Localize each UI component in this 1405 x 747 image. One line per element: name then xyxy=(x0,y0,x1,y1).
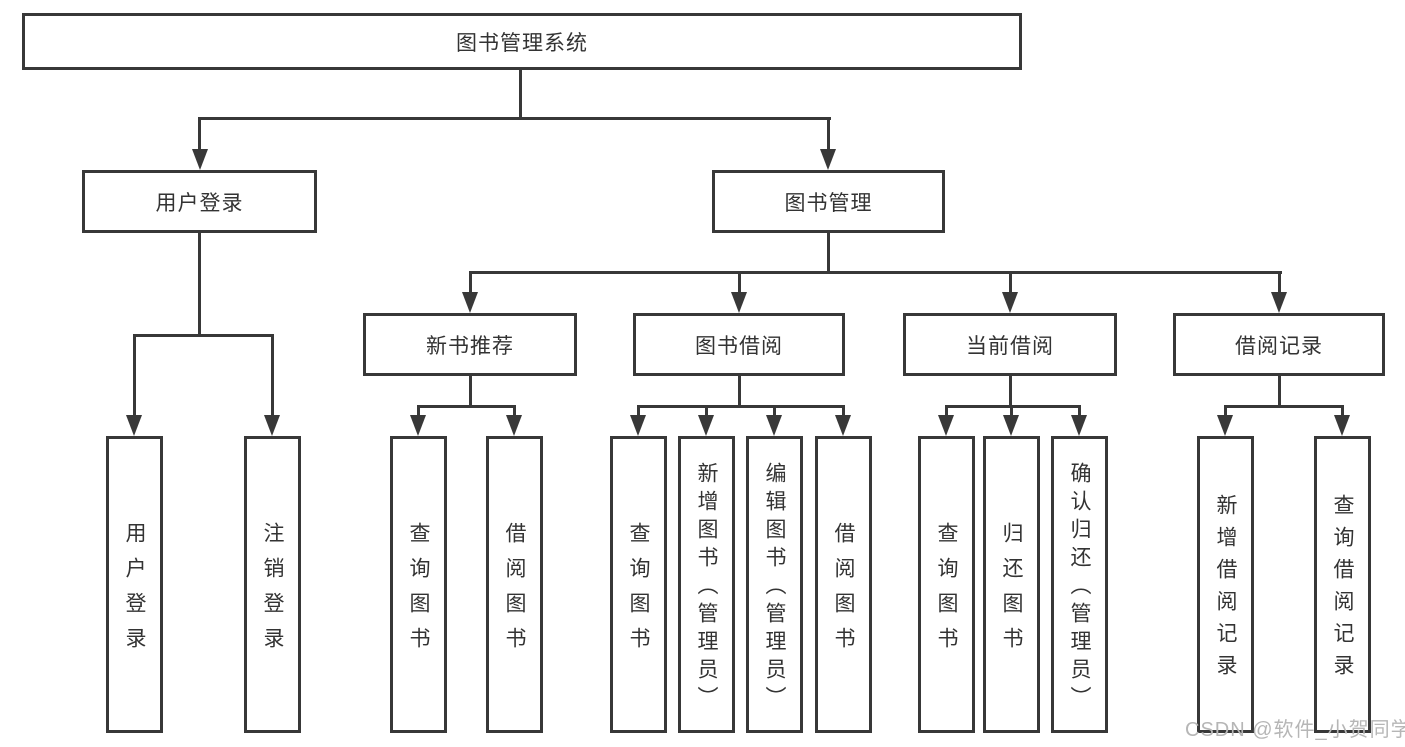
arrowhead-down-icon xyxy=(506,415,522,436)
arrowhead-down-icon xyxy=(938,415,954,436)
tree-line xyxy=(519,70,522,120)
tree-line xyxy=(738,376,741,408)
tree-line xyxy=(198,233,201,337)
leaf-confirm-return-admin: 确认归还（管理员） xyxy=(1051,436,1108,733)
tree-line xyxy=(773,405,776,419)
node-book-borrow: 图书借阅 xyxy=(633,313,845,376)
node-current-borrow: 当前借阅 xyxy=(903,313,1117,376)
leaf-user-login-label: 用户登录 xyxy=(123,521,146,662)
tree-line xyxy=(469,376,472,408)
tree-line xyxy=(842,405,845,419)
leaf-query-books-recommend-label: 查询图书 xyxy=(407,521,430,662)
tree-line xyxy=(469,271,1282,274)
tree-line xyxy=(198,117,201,153)
tree-line xyxy=(513,405,516,419)
arrowhead-down-icon xyxy=(264,415,280,436)
leaf-query-books-recommend: 查询图书 xyxy=(390,436,447,733)
leaf-query-borrow-record-label: 查询借阅记录 xyxy=(1331,494,1354,686)
arrowhead-down-icon xyxy=(192,149,208,170)
tree-line xyxy=(637,405,845,408)
leaf-edit-book-admin-label: 编辑图书（管理员） xyxy=(763,462,786,714)
arrowhead-down-icon xyxy=(1071,415,1087,436)
node-root: 图书管理系统 xyxy=(22,13,1022,70)
tree-line xyxy=(1278,376,1281,408)
tree-line xyxy=(1341,405,1344,419)
leaf-query-books-current-label: 查询图书 xyxy=(935,521,958,662)
leaf-user-login: 用户登录 xyxy=(106,436,163,733)
arrowhead-down-icon xyxy=(1217,415,1233,436)
leaf-add-borrow-record: 新增借阅记录 xyxy=(1197,436,1254,733)
arrowhead-down-icon xyxy=(1003,415,1019,436)
node-current-borrow-label: 当前借阅 xyxy=(966,334,1054,358)
node-root-label: 图书管理系统 xyxy=(456,31,588,55)
tree-line xyxy=(738,271,741,297)
leaf-logout: 注销登录 xyxy=(244,436,301,733)
tree-line xyxy=(133,334,274,337)
node-borrow-records: 借阅记录 xyxy=(1173,313,1385,376)
leaf-add-book-admin-label: 新增图书（管理员） xyxy=(695,462,718,714)
tree-line xyxy=(1278,271,1281,297)
tree-line xyxy=(133,334,136,416)
node-book-borrow-label: 图书借阅 xyxy=(695,334,783,358)
node-user-login: 用户登录 xyxy=(82,170,317,233)
leaf-return-books-label: 归还图书 xyxy=(1000,521,1023,662)
tree-line xyxy=(705,405,708,419)
arrowhead-down-icon xyxy=(1002,292,1018,313)
node-book-management-label: 图书管理 xyxy=(784,191,873,215)
tree-line xyxy=(1224,405,1343,408)
arrowhead-down-icon xyxy=(1334,415,1350,436)
leaf-query-books-borrow-label: 查询图书 xyxy=(627,521,650,662)
leaf-borrow-books: 借阅图书 xyxy=(815,436,872,733)
tree-line xyxy=(469,271,472,297)
node-user-login-label: 用户登录 xyxy=(155,191,244,215)
arrowhead-down-icon xyxy=(766,415,782,436)
tree-line xyxy=(417,405,516,408)
arrowhead-down-icon xyxy=(820,149,836,170)
csdn-watermark: CSDN @软件_小贺同学 xyxy=(1185,719,1405,741)
arrowhead-down-icon xyxy=(630,415,646,436)
leaf-borrow-books-recommend-label: 借阅图书 xyxy=(503,521,526,662)
leaf-logout-label: 注销登录 xyxy=(261,521,284,662)
leaf-edit-book-admin: 编辑图书（管理员） xyxy=(746,436,803,733)
tree-line xyxy=(637,405,640,419)
leaf-query-borrow-record: 查询借阅记录 xyxy=(1314,436,1371,733)
tree-line xyxy=(198,117,831,120)
tree-line xyxy=(271,334,274,416)
arrowhead-down-icon xyxy=(410,415,426,436)
tree-line xyxy=(827,233,830,274)
node-borrow-records-label: 借阅记录 xyxy=(1235,334,1323,358)
tree-line xyxy=(417,405,420,419)
arrowhead-down-icon xyxy=(835,415,851,436)
arrowhead-down-icon xyxy=(698,415,714,436)
tree-line xyxy=(1078,405,1081,419)
tree-line xyxy=(945,405,948,419)
leaf-borrow-books-recommend: 借阅图书 xyxy=(486,436,543,733)
tree-line xyxy=(1224,405,1227,419)
leaf-confirm-return-admin-label: 确认归还（管理员） xyxy=(1068,462,1091,714)
leaf-return-books: 归还图书 xyxy=(983,436,1040,733)
leaf-query-books-borrow: 查询图书 xyxy=(610,436,667,733)
node-book-management: 图书管理 xyxy=(712,170,945,233)
arrowhead-down-icon xyxy=(126,415,142,436)
node-new-book-recommend-label: 新书推荐 xyxy=(426,334,514,358)
leaf-borrow-books-label: 借阅图书 xyxy=(832,521,855,662)
leaf-add-book-admin: 新增图书（管理员） xyxy=(678,436,735,733)
tree-line xyxy=(827,117,830,153)
leaf-add-borrow-record-label: 新增借阅记录 xyxy=(1214,494,1237,686)
leaf-query-books-current: 查询图书 xyxy=(918,436,975,733)
tree-line xyxy=(1009,271,1012,297)
tree-line xyxy=(1009,376,1012,408)
node-new-book-recommend: 新书推荐 xyxy=(363,313,577,376)
arrowhead-down-icon xyxy=(1271,292,1287,313)
arrowhead-down-icon xyxy=(731,292,747,313)
arrowhead-down-icon xyxy=(462,292,478,313)
tree-line xyxy=(1010,405,1013,419)
